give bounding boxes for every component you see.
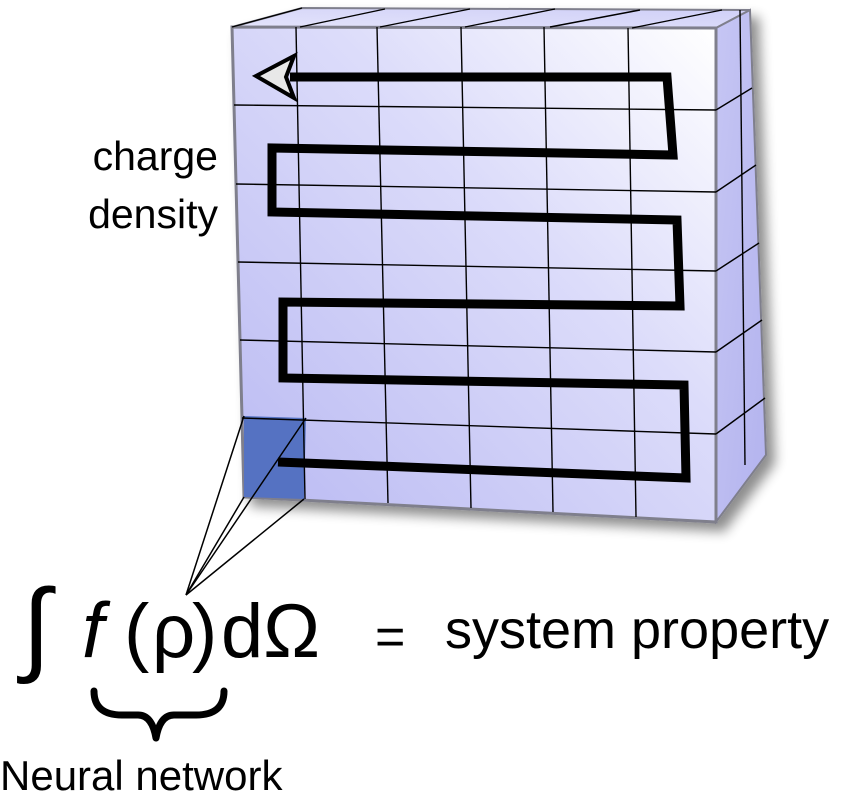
serpentine-scan-path [267, 72, 691, 483]
charge-density-label-line1: charge [93, 133, 218, 179]
neural-network-label: Neural network [0, 752, 283, 796]
equals-sign: = [375, 608, 405, 666]
projection-lines [185, 415, 307, 596]
system-property-label: system property [445, 600, 829, 660]
function-f: f [82, 586, 111, 674]
underbrace [90, 687, 228, 742]
charge-density-label-line2: density [88, 191, 218, 237]
rho-symbol: ρ [152, 589, 195, 674]
charge-density-cube [230, 6, 768, 526]
integral-equation: ∫ f ( ρ ) dΩ = system property [17, 569, 829, 685]
highlighted-grid-cell [244, 416, 306, 499]
paren-close: ) [192, 589, 217, 674]
d-omega: dΩ [221, 589, 320, 674]
grid-lines [231, 7, 766, 518]
paren-open: ( [124, 589, 149, 674]
integral-sign: ∫ [17, 569, 56, 685]
scan-path-arrowhead [251, 51, 298, 103]
